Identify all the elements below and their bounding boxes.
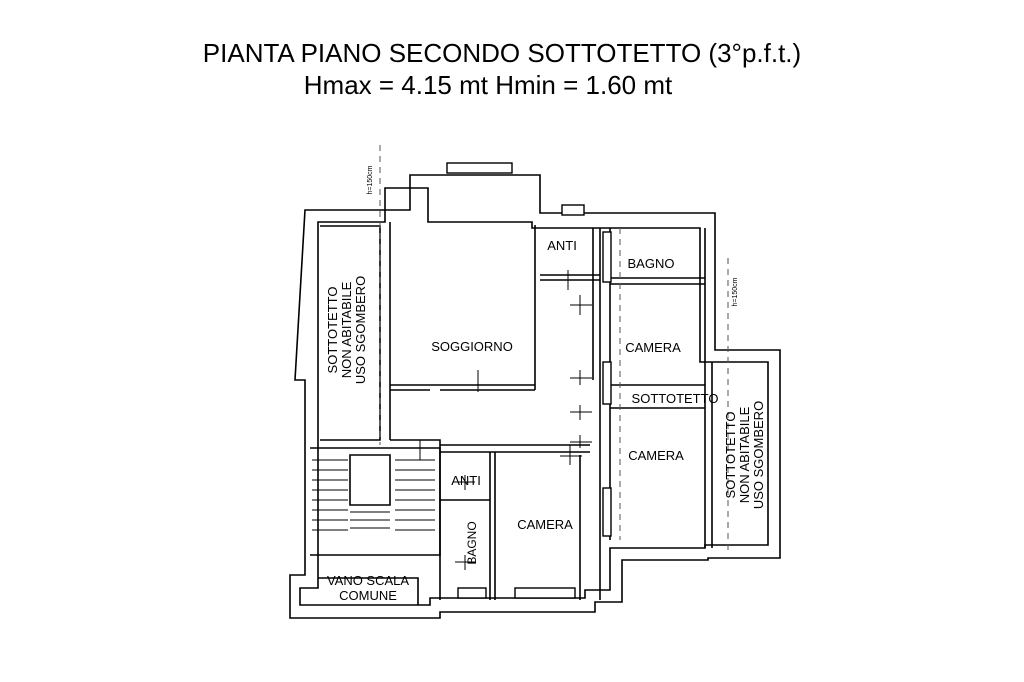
- room-anti-top: ANTI: [547, 238, 577, 253]
- window-anti: [561, 204, 585, 216]
- stair-outline: [310, 447, 441, 556]
- room-bagno-bottom: BAGNO: [465, 521, 479, 564]
- plan-subtitle: Hmax = 4.15 mt Hmin = 1.60 mt: [303, 70, 673, 100]
- left-attic-label: SOTTOTETTO NON ABITABILE USO SGOMBERO: [325, 276, 368, 384]
- stair-label-2: COMUNE: [339, 588, 397, 603]
- room-soggiorno: SOGGIORNO: [431, 339, 513, 354]
- stair-treads: [312, 459, 435, 531]
- window-camera: [602, 487, 612, 537]
- left-attic-line-2: NON ABITABILE: [339, 281, 354, 378]
- window-top: [446, 162, 513, 174]
- room-camera-2: CAMERA: [628, 448, 684, 463]
- right-attic-label: SOTTOTETTO NON ABITABILE USO SGOMBERO: [723, 401, 766, 509]
- room-camera-1: CAMERA: [625, 340, 681, 355]
- stair-core: [349, 454, 391, 506]
- height-lines: [379, 145, 729, 555]
- window-sottotetto: [602, 361, 612, 405]
- door-marks: [410, 270, 592, 570]
- height-mark-left: h=150cm: [367, 165, 374, 194]
- bagno-camera-wall: [610, 277, 705, 285]
- height-mark-right: h=150cm: [732, 277, 739, 306]
- left-attic-line-1: SOTTOTETTO: [325, 287, 340, 374]
- room-bagno-top: BAGNO: [628, 256, 675, 271]
- window-bagno: [602, 231, 612, 283]
- outer-wall: [289, 174, 781, 619]
- sottotetto-walls: [610, 384, 705, 409]
- room-anti-bottom: ANTI: [451, 473, 481, 488]
- plan-title: PIANTA PIANO SECONDO SOTTOTETTO (3°p.f.t…: [202, 38, 802, 68]
- right-attic-line-3: USO SGOMBERO: [751, 401, 766, 509]
- room-sottotetto: SOTTOTETTO: [632, 391, 719, 406]
- walls: [289, 174, 781, 619]
- room-camera-3: CAMERA: [517, 517, 573, 532]
- lower-wall: [440, 444, 590, 453]
- right-attic-line-2: NON ABITABILE: [737, 406, 752, 503]
- stair-label-1: VANO SCALA: [327, 573, 409, 588]
- left-attic-line-3: USO SGOMBERO: [353, 276, 368, 384]
- windows: [446, 162, 612, 599]
- window-bottom: [514, 587, 576, 599]
- window-bagno-bottom: [457, 587, 487, 599]
- right-attic-line-1: SOTTOTETTO: [723, 412, 738, 499]
